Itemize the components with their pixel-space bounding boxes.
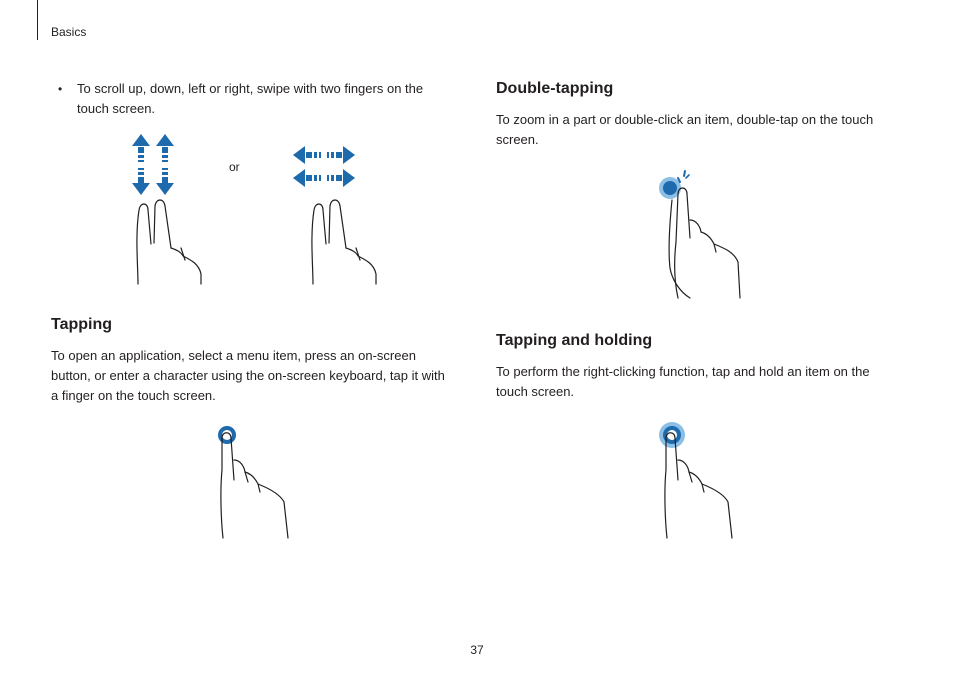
section-label: Basics	[51, 25, 87, 39]
tap-hold-description: To perform the right-clicking function, …	[496, 364, 870, 399]
two-finger-hand-icon	[311, 199, 377, 285]
horizontal-swipe-arrows-icon	[293, 146, 355, 187]
hold-hand-icon	[664, 432, 733, 539]
double-tap-hand-icon	[668, 187, 741, 299]
double-tapping-heading: Double-tapping	[496, 80, 614, 97]
vertical-swipe-arrows-icon	[132, 134, 174, 195]
bullet-marker: •	[58, 82, 63, 96]
header-rule	[37, 0, 38, 40]
or-label: or	[229, 160, 240, 174]
tapping-description: To open an application, select a menu it…	[51, 348, 445, 403]
tap-hand-icon	[220, 432, 289, 539]
two-finger-hand-icon	[136, 199, 202, 285]
page-number: 37	[470, 643, 484, 657]
scroll-bullet: • To scroll up, down, left or right, swi…	[58, 79, 458, 119]
double-tap-point-icon	[659, 170, 690, 199]
tapping-heading: Tapping	[51, 316, 113, 333]
tap-hold-heading: Tapping and holding	[496, 332, 653, 349]
scroll-instruction: To scroll up, down, left or right, swipe…	[77, 81, 424, 116]
double-tapping-description: To zoom in a part or double-click an ite…	[496, 112, 874, 147]
